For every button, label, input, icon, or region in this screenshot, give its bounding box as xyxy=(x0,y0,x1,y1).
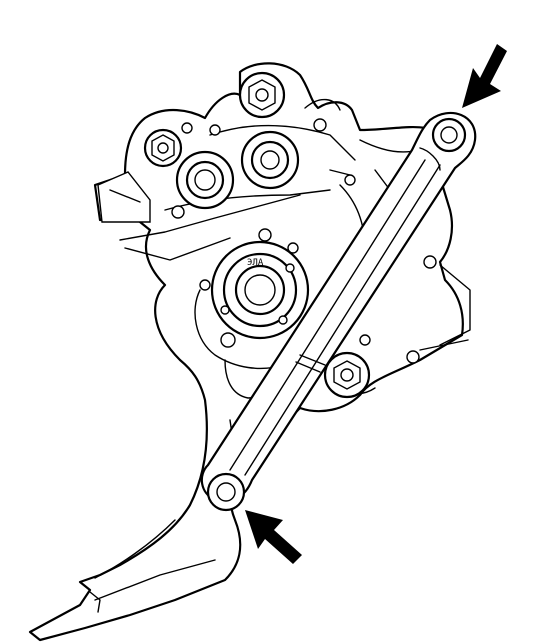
lower-pivot-bushing xyxy=(206,472,246,512)
upper-pivot-bushing xyxy=(431,117,467,153)
bolt-top-center xyxy=(238,71,286,119)
side-bracket xyxy=(97,171,151,223)
hub-stamp: ЭЛА xyxy=(247,258,264,268)
lower-pivot-arrow xyxy=(245,510,302,564)
bolt-lower-right xyxy=(323,351,371,399)
upper-pivot-arrow xyxy=(462,44,507,108)
bolt-top-left xyxy=(143,128,183,168)
mounting-holes xyxy=(171,118,437,364)
boss-right xyxy=(240,130,300,190)
central-hub: ЭЛА xyxy=(210,240,310,340)
boss-left xyxy=(175,150,235,210)
